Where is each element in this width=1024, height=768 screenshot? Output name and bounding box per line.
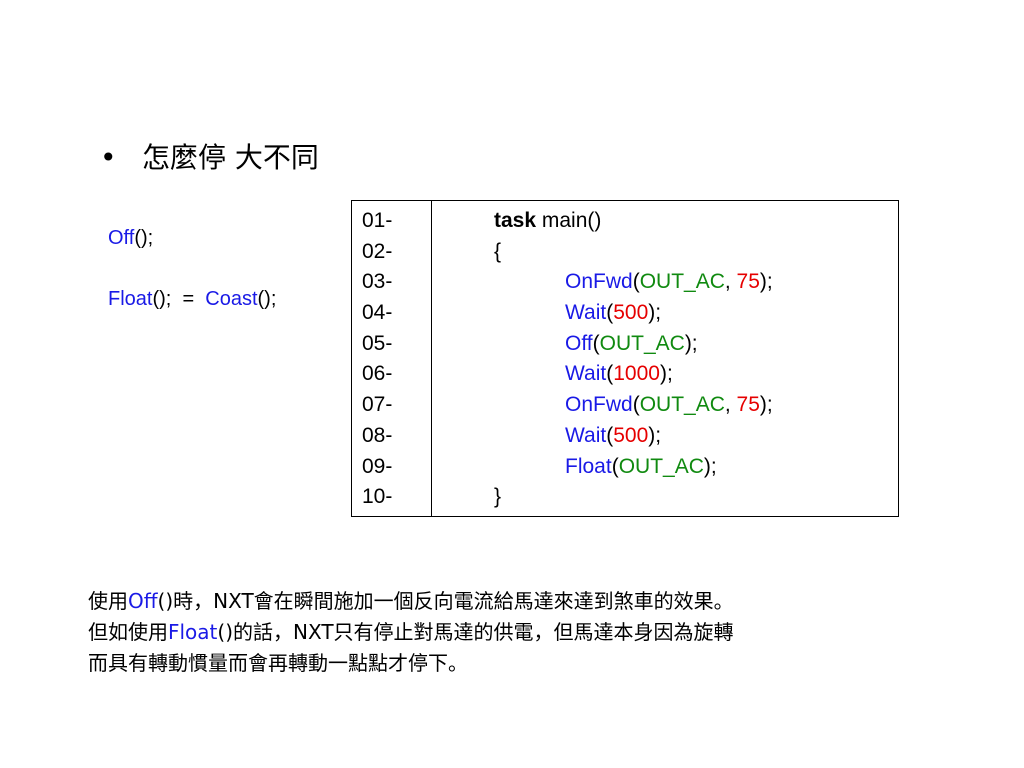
code-line-6: Wait(1000); bbox=[432, 359, 898, 390]
paren: ( bbox=[606, 362, 614, 386]
paren: ( bbox=[606, 301, 614, 325]
main-signature: main() bbox=[536, 209, 602, 232]
text: 使用 bbox=[88, 589, 128, 613]
float-function: Float bbox=[168, 620, 218, 644]
wait-call: Wait bbox=[565, 301, 607, 325]
paragraph-line-2: 但如使用Float()的話，NXT只有停止對馬達的供電，但馬達本身因為旋轉 bbox=[88, 617, 948, 648]
line-number: 03- bbox=[362, 270, 393, 294]
comma: , bbox=[724, 393, 737, 417]
text: 但如使用 bbox=[88, 620, 168, 644]
off-parens: (); bbox=[134, 227, 154, 249]
code-table: 01- 02- 03- 04- 05- 06- 07- 08- 09- 10- … bbox=[351, 200, 899, 517]
paren: ( bbox=[632, 393, 640, 417]
paragraph-line-1: 使用Off()時，NXT會在瞬間施加一個反向電流給馬達來達到煞車的效果。 bbox=[88, 586, 948, 617]
code-line-5: Off(OUT_AC); bbox=[432, 329, 898, 360]
paragraph-line-3: 而具有轉動慣量而會再轉動一點點才停下。 bbox=[88, 651, 468, 675]
comma: , bbox=[724, 270, 737, 294]
paren-close: ); bbox=[703, 454, 717, 478]
coast-parens: (); bbox=[257, 288, 277, 310]
paren: ( bbox=[606, 423, 614, 447]
code-line-9: Float(OUT_AC); bbox=[432, 452, 898, 483]
float-coast-note: Float(); = Coast(); bbox=[108, 286, 276, 312]
line-number: 05- bbox=[362, 331, 393, 355]
wait-call: Wait bbox=[565, 423, 607, 447]
code-line-3: OnFwd(OUT_AC, 75); bbox=[432, 267, 898, 298]
float-function: Float bbox=[108, 288, 153, 310]
line-number: 10- bbox=[362, 485, 393, 509]
out-ac-constant: OUT_AC bbox=[599, 331, 685, 355]
paren-close: ); bbox=[759, 393, 773, 417]
line-number: 09- bbox=[362, 454, 393, 478]
paren-close: ); bbox=[684, 331, 698, 355]
heading-text: 怎麼停 大不同 bbox=[142, 141, 319, 174]
line-number: 07- bbox=[362, 393, 393, 417]
off-call: Off bbox=[565, 331, 593, 355]
wait-value: 500 bbox=[613, 423, 649, 447]
wait-value: 500 bbox=[613, 301, 649, 325]
power-value: 75 bbox=[736, 270, 760, 294]
code-line-2: { bbox=[494, 239, 502, 263]
code-column: task main() { OnFwd(OUT_AC, 75); Wait(50… bbox=[432, 201, 898, 516]
paren-close: ); bbox=[648, 423, 662, 447]
onfwd-call: OnFwd bbox=[565, 393, 633, 417]
line-number: 06- bbox=[362, 362, 393, 386]
out-ac-constant: OUT_AC bbox=[639, 393, 725, 417]
off-function: Off bbox=[108, 227, 135, 249]
out-ac-constant: OUT_AC bbox=[639, 270, 725, 294]
paren-close: ); bbox=[759, 270, 773, 294]
wait-call: Wait bbox=[565, 362, 607, 386]
off-note: Off(); bbox=[108, 225, 153, 251]
float-equals: (); = bbox=[152, 288, 206, 310]
code-line-8: Wait(500); bbox=[432, 421, 898, 452]
text: ()的話，NXT只有停止對馬達的供電，但馬達本身因為旋轉 bbox=[217, 620, 734, 644]
line-number-column: 01- 02- 03- 04- 05- 06- 07- 08- 09- 10- bbox=[352, 201, 432, 516]
float-call: Float bbox=[565, 454, 612, 478]
paren: ( bbox=[611, 454, 619, 478]
explanation-paragraph: 使用Off()時，NXT會在瞬間施加一個反向電流給馬達來達到煞車的效果。 但如使… bbox=[88, 586, 948, 679]
off-function: Off bbox=[128, 589, 158, 613]
code-line-10: } bbox=[494, 485, 502, 509]
text: ()時，NXT會在瞬間施加一個反向電流給馬達來達到煞車的效果。 bbox=[157, 589, 734, 613]
out-ac-constant: OUT_AC bbox=[618, 454, 704, 478]
line-number: 02- bbox=[362, 239, 393, 263]
line-number: 01- bbox=[362, 209, 393, 232]
paren: ( bbox=[592, 331, 600, 355]
wait-value: 1000 bbox=[613, 362, 660, 386]
code-line-4: Wait(500); bbox=[432, 298, 898, 329]
code-line-7: OnFwd(OUT_AC, 75); bbox=[432, 390, 898, 421]
code-line-1: task main() bbox=[432, 206, 898, 237]
line-number: 08- bbox=[362, 423, 393, 447]
power-value: 75 bbox=[736, 393, 760, 417]
paren-close: ); bbox=[659, 362, 673, 386]
bullet-icon: • bbox=[100, 141, 117, 174]
coast-function: Coast bbox=[205, 288, 258, 310]
task-keyword: task bbox=[494, 209, 537, 232]
slide-heading: • 怎麼停 大不同 bbox=[100, 140, 319, 176]
paren: ( bbox=[632, 270, 640, 294]
paren-close: ); bbox=[648, 301, 662, 325]
line-number: 04- bbox=[362, 301, 393, 325]
onfwd-call: OnFwd bbox=[565, 270, 633, 294]
